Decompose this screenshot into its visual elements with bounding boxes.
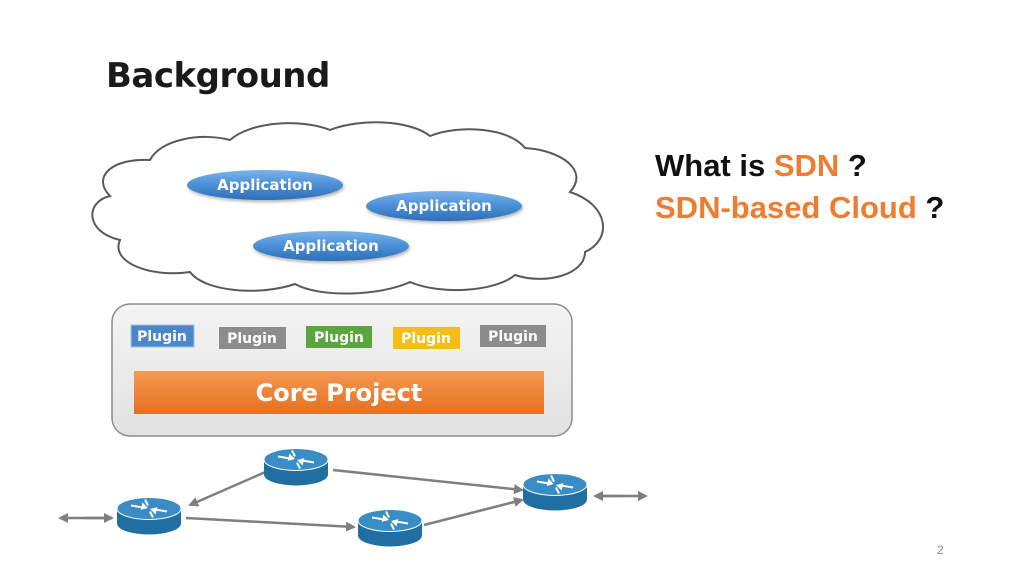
question-mark: ? — [839, 148, 867, 183]
application-label: Application — [217, 176, 313, 194]
platform-container — [111, 303, 573, 437]
plugin-box: Plugin — [306, 326, 372, 348]
router-icon — [522, 473, 588, 511]
router-icon — [116, 497, 182, 535]
core-project-label: Core Project — [256, 379, 423, 407]
application-label: Application — [396, 197, 492, 215]
question-sdn: What is SDN ? — [655, 148, 867, 184]
plugin-label: Plugin — [401, 331, 451, 347]
slide-title: Background — [106, 56, 330, 96]
router-icon — [263, 448, 329, 486]
plugin-label: Plugin — [137, 329, 187, 345]
plugin-box: Plugin — [219, 327, 286, 349]
plugin-label: Plugin — [314, 330, 364, 346]
page-number: 2 — [937, 543, 944, 557]
link-arrow — [185, 516, 356, 532]
link-arrow — [332, 468, 524, 495]
cloud-shape — [91, 121, 604, 295]
link-arrow — [423, 497, 524, 527]
plugin-box: Plugin — [480, 325, 546, 347]
plugin-box: Plugin — [130, 324, 195, 348]
network-links — [58, 468, 648, 532]
question-highlight-sdn: SDN — [773, 148, 840, 183]
core-project-bar: Core Project — [134, 371, 544, 414]
question-mark: ? — [916, 190, 945, 225]
question-sdn-cloud: SDN-based Cloud ? — [655, 190, 944, 226]
application-pill: Application — [187, 170, 343, 200]
plugin-box: Plugin — [393, 327, 460, 349]
application-pill: Application — [253, 231, 409, 261]
question-highlight-cloud: SDN-based Cloud — [655, 190, 917, 225]
question-prefix: What is — [655, 148, 774, 183]
application-pill: Application — [366, 191, 522, 221]
router-icon — [357, 509, 423, 547]
plugin-label: Plugin — [488, 329, 538, 345]
link-arrow — [188, 468, 271, 507]
application-label: Application — [283, 237, 379, 255]
plugin-label: Plugin — [227, 331, 277, 347]
